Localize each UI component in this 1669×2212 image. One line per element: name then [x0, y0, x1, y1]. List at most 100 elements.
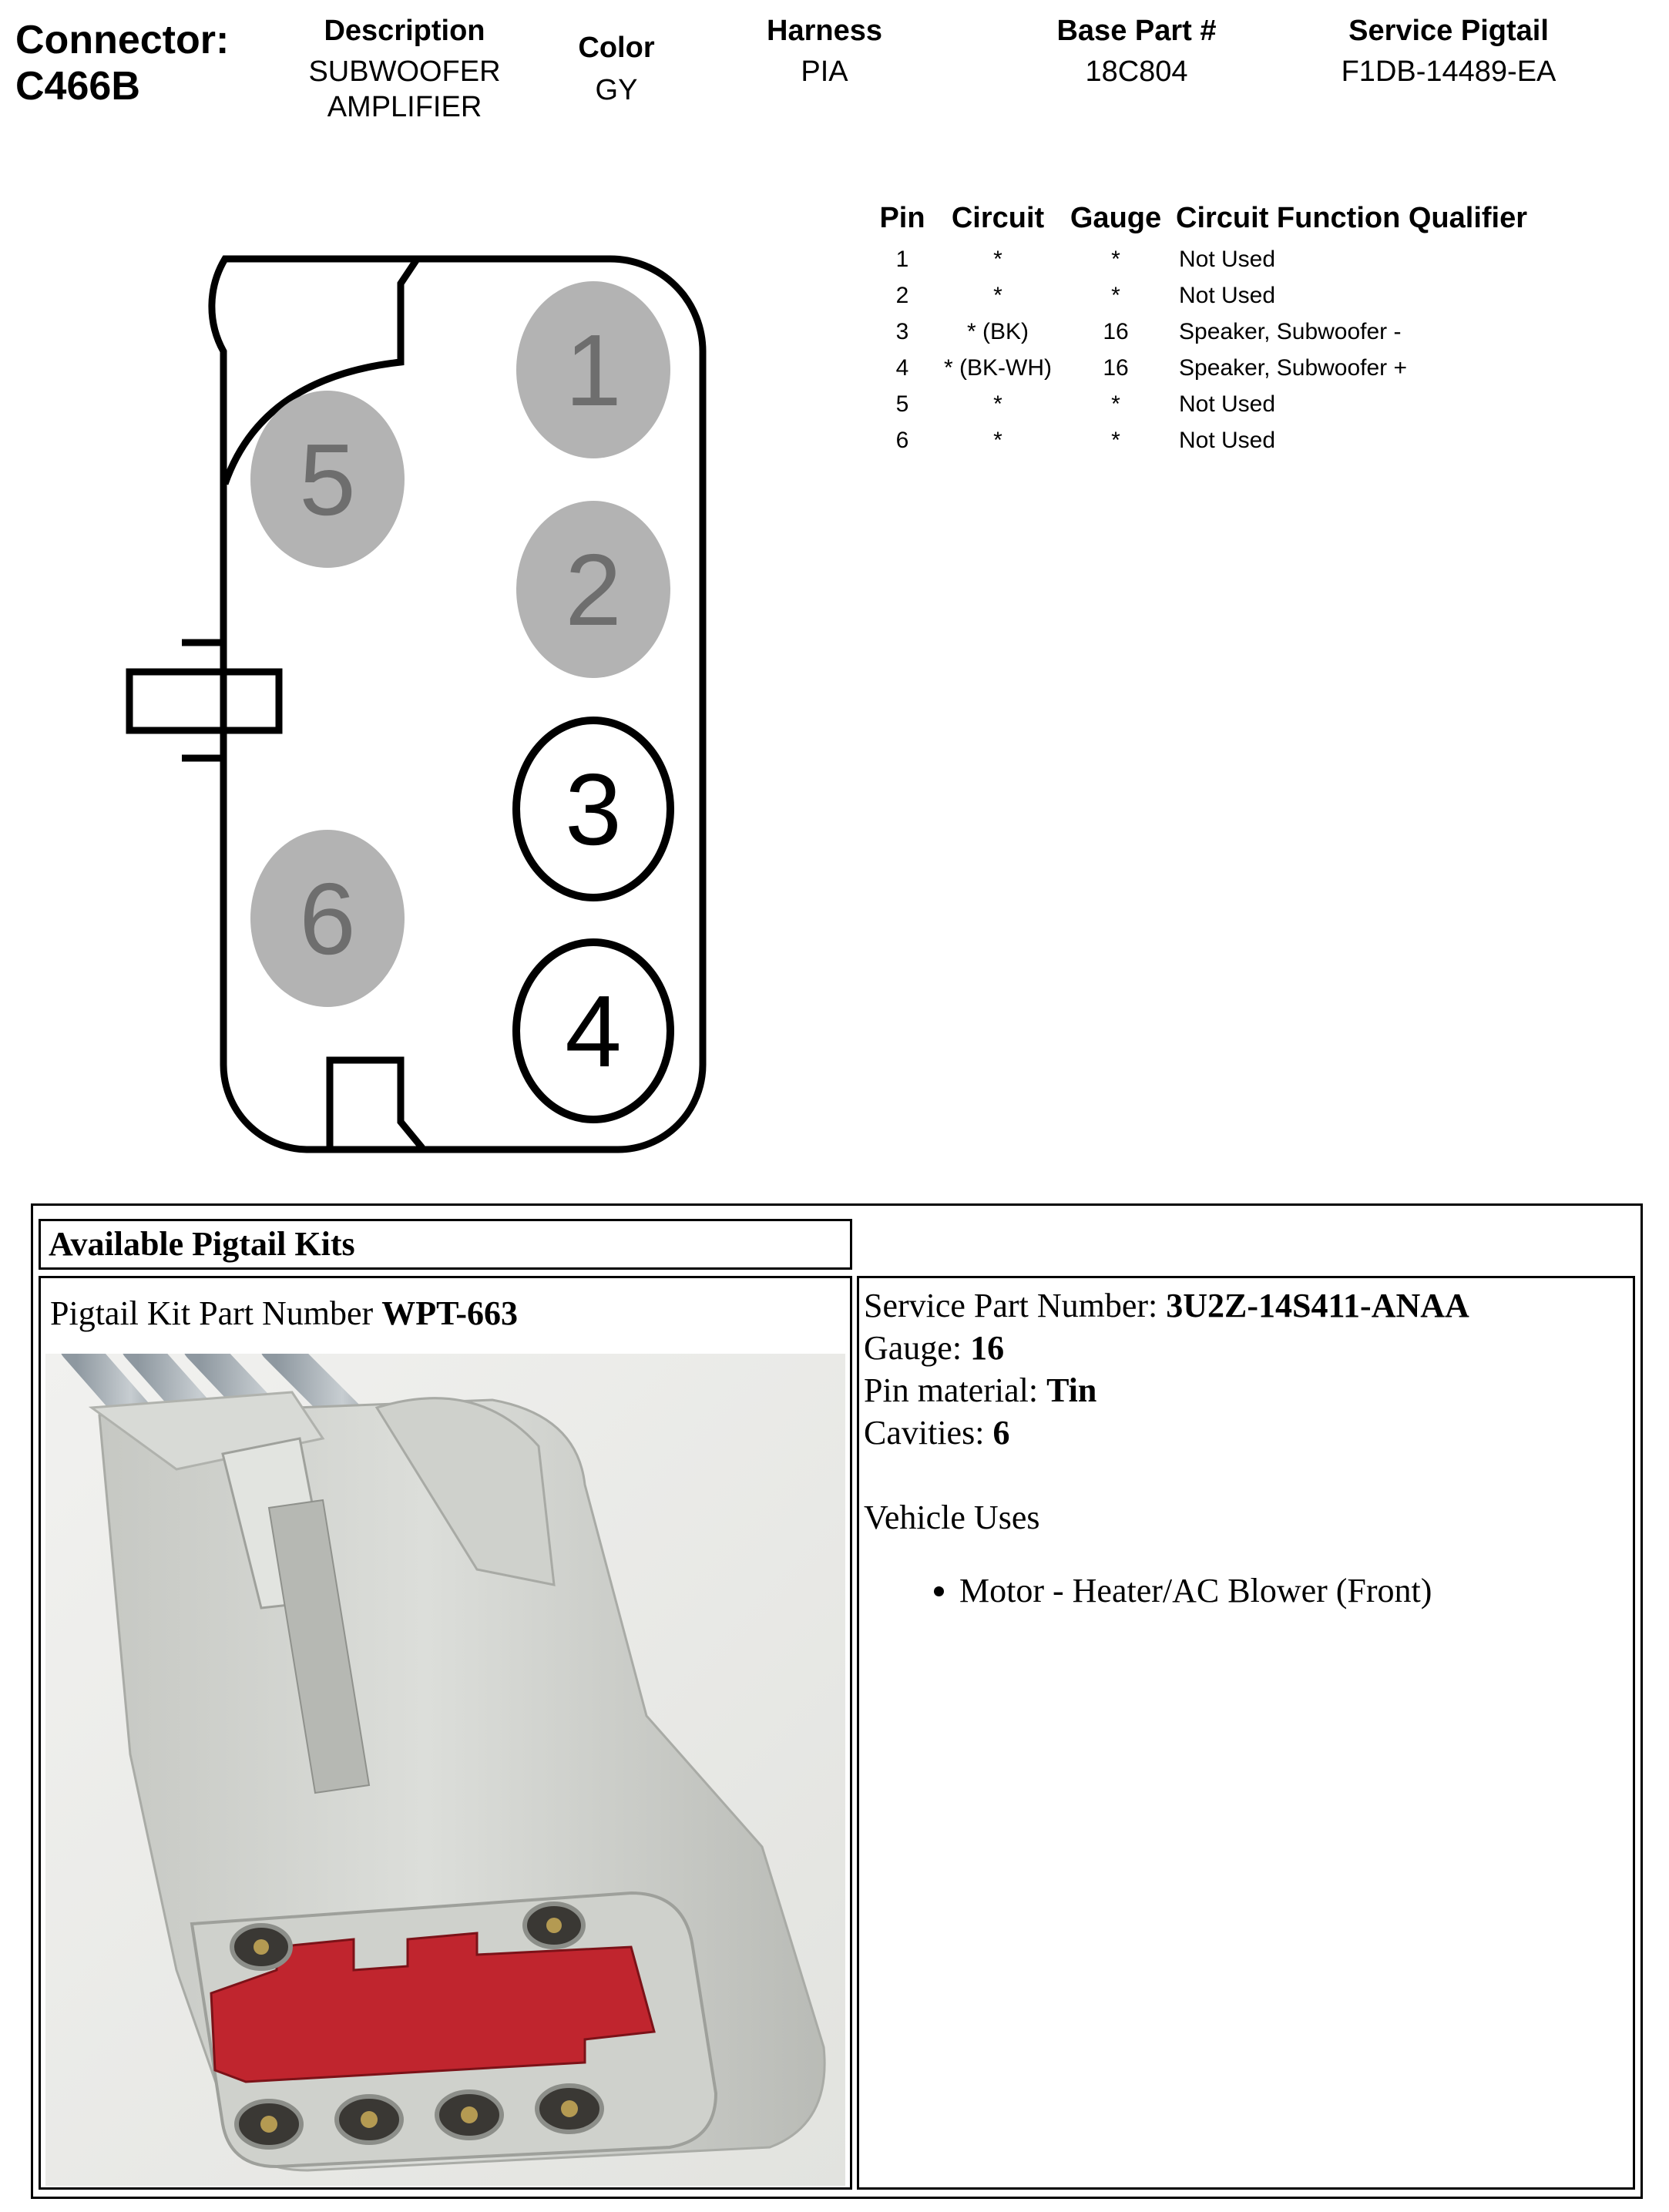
function-cell: Not Used [1179, 246, 1276, 272]
pin-header: Pin [879, 202, 925, 234]
circuit-cell: * [993, 246, 1002, 272]
service-pigtail-column: Service Pigtail F1DB-14489-EA [1302, 14, 1595, 89]
connector-id: C466B [15, 64, 140, 109]
top-key-notch [221, 258, 419, 485]
service-part-number: Service Part Number: 3U2Z-14S411-ANAA [864, 1284, 1628, 1327]
kit-number: WPT-663 [381, 1294, 519, 1332]
pin-circle [516, 501, 670, 678]
gauge-cell: 16 [1103, 354, 1129, 381]
pin-cell: 3 [895, 318, 909, 344]
pin-row: 4 * (BK-WH) 16 Speaker, Subwoofer + [869, 350, 1532, 386]
pin-cell: 2 [895, 282, 909, 308]
pin-row: 3 * (BK) 16 Speaker, Subwoofer - [869, 314, 1532, 350]
pin-row: 2 * * Not Used [869, 277, 1532, 314]
available-pigtail-kits-title: Available Pigtail Kits [39, 1219, 852, 1270]
service-part-label: Service Part Number: [864, 1287, 1158, 1324]
vehicle-uses-title: Vehicle Uses [864, 1499, 1040, 1536]
circuit-header: Circuit [951, 202, 1045, 234]
description-line-1: SUBWOOFER [308, 55, 501, 88]
circuit-cell: * (BK-WH) [944, 354, 1052, 381]
description-header: Description [324, 15, 485, 47]
pin-cavity-1: 1 [516, 281, 670, 458]
pin-cell: 5 [895, 391, 909, 417]
circuit-cell: * [993, 282, 1002, 308]
bottom-key-notch [326, 1056, 425, 1150]
pin-cell: 6 [895, 427, 909, 453]
pin-cell: 4 [895, 354, 909, 381]
function-cell: Speaker, Subwoofer + [1179, 354, 1408, 381]
pin-circle [516, 281, 670, 458]
function-cell: Speaker, Subwoofer - [1179, 318, 1402, 344]
connector-body-outline [208, 255, 707, 1153]
pin-number: 1 [565, 314, 621, 427]
description-line-2: AMPLIFIER [327, 91, 482, 123]
gauge-info: Gauge: 16 [864, 1327, 1628, 1369]
circuit-cell: * (BK) [966, 318, 1029, 344]
function-cell: Not Used [1179, 427, 1276, 453]
pin-row: 1 * * Not Used [869, 241, 1532, 277]
base-part-header: Base Part # [1056, 15, 1217, 47]
gauge-label: Gauge: [864, 1329, 962, 1367]
gauge-cell: 16 [1103, 318, 1129, 344]
gauge-cell: * [1111, 282, 1120, 308]
pin-number: 3 [565, 753, 621, 866]
cavities-info: Cavities: 6 [864, 1411, 1628, 1454]
function-header: Circuit Function Qualifier [1176, 202, 1528, 234]
pigtail-kit-cell: Pigtail Kit Part Number WPT-663 [39, 1276, 852, 2190]
pin-cavity-6: 6 [250, 830, 405, 1007]
cavities-value: 6 [992, 1414, 1010, 1452]
pin-number: 4 [565, 975, 621, 1088]
pin-circle [250, 830, 405, 1007]
pigtail-kit-part-number: Pigtail Kit Part Number WPT-663 [50, 1294, 518, 1333]
pin-number: 6 [299, 862, 355, 975]
pin-number: 2 [565, 533, 621, 646]
color-header: Color [578, 32, 655, 64]
terminal-position-assurance-lock [210, 1932, 656, 2083]
function-cell: Not Used [1179, 391, 1276, 417]
vehicle-uses-list: Motor - Heater/AC Blower (Front) [864, 1569, 1628, 1613]
service-pigtail-value: F1DB-14489-EA [1341, 55, 1557, 88]
pin-material-label: Pin material: [864, 1371, 1039, 1409]
pin-material-value: Tin [1046, 1371, 1097, 1409]
pin-cell: 1 [895, 246, 909, 272]
circuit-cell: * [993, 427, 1002, 453]
color-column: Color GY [547, 31, 686, 108]
color-value: GY [595, 74, 638, 106]
pin-cavity-2: 2 [516, 501, 670, 678]
pin-circle [512, 717, 674, 901]
circuit-cell: * [993, 391, 1002, 417]
connector-title: Connector: C466B [15, 17, 229, 109]
harness-column: Harness PIA [724, 14, 925, 89]
function-cell: Not Used [1179, 282, 1276, 308]
base-part-value: 18C804 [1085, 55, 1188, 88]
gauge-cell: * [1111, 246, 1120, 272]
pin-table-header-row: Pin Circuit Gauge Circuit Function Quali… [869, 202, 1532, 241]
description-column: Description SUBWOOFER AMPLIFIER [285, 14, 524, 125]
service-pigtail-header: Service Pigtail [1348, 15, 1549, 47]
gauge-cell: * [1111, 391, 1120, 417]
vehicle-use-item: Motor - Heater/AC Blower (Front) [959, 1569, 1628, 1613]
pigtail-info-cell: Service Part Number: 3U2Z-14S411-ANAA Ga… [857, 1276, 1635, 2190]
pin-number: 5 [299, 423, 355, 536]
connector-label: Connector: [15, 18, 230, 62]
cavities-label: Cavities: [864, 1414, 985, 1452]
pigtail-connector-photo [45, 1354, 845, 2186]
harness-header: Harness [767, 15, 882, 47]
base-part-column: Base Part # 18C804 [1009, 14, 1264, 89]
pin-circle [250, 391, 405, 568]
pigtail-section [31, 1203, 1643, 2199]
connector-face-diagram: 1 2 3 4 5 6 [126, 255, 707, 1153]
pin-cavity-5: 5 [250, 391, 405, 568]
gauge-value: 16 [970, 1329, 1005, 1367]
service-part-value: 3U2Z-14S411-ANAA [1166, 1287, 1469, 1324]
pin-cavity-3: 3 [512, 717, 674, 901]
pin-cavity-4: 4 [512, 938, 674, 1123]
kit-label: Pigtail Kit Part Number [50, 1294, 374, 1332]
pin-circle [512, 938, 674, 1123]
gauge-cell: * [1111, 427, 1120, 453]
gauge-header: Gauge [1070, 202, 1162, 234]
harness-value: PIA [801, 55, 848, 88]
pin-row: 5 * * Not Used [869, 386, 1532, 422]
pin-material-info: Pin material: Tin [864, 1369, 1628, 1411]
pin-row: 6 * * Not Used [869, 422, 1532, 458]
